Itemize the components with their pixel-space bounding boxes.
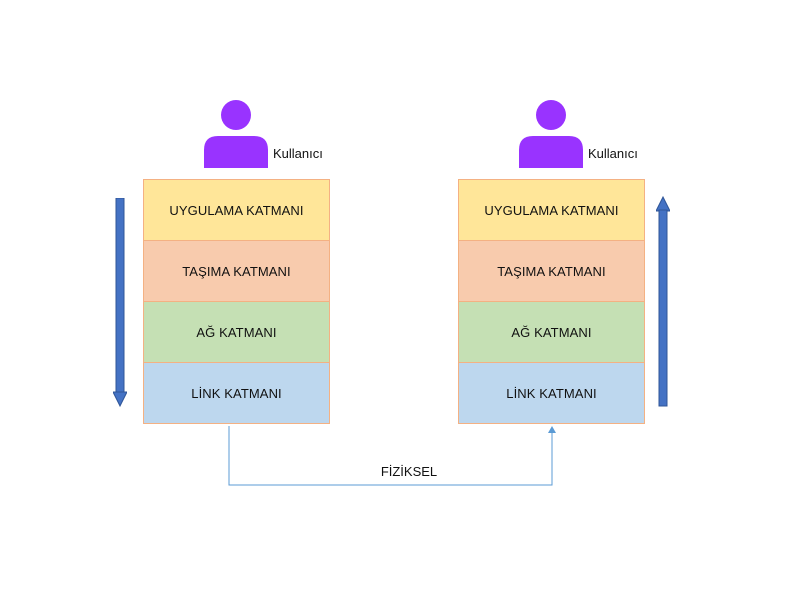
physical-label: FİZİKSEL (380, 464, 438, 479)
right-link-layer: LİNK KATMANI (458, 362, 645, 424)
left-link-layer: LİNK KATMANI (143, 362, 330, 424)
left-user-label: Kullanıcı (273, 146, 323, 161)
right-user-icon (519, 98, 583, 168)
right-application-layer: UYGULAMA KATMANI (458, 179, 645, 241)
left-layer-stack: UYGULAMA KATMANI TAŞIMA KATMANI AĞ KATMA… (143, 179, 330, 425)
left-user-icon (204, 98, 268, 168)
left-application-layer: UYGULAMA KATMANI (143, 179, 330, 241)
left-network-layer: AĞ KATMANI (143, 301, 330, 363)
arrow-up-icon (655, 195, 671, 408)
right-layer-stack: UYGULAMA KATMANI TAŞIMA KATMANI AĞ KATMA… (458, 179, 645, 425)
right-transport-layer: TAŞIMA KATMANI (458, 240, 645, 302)
right-user-label: Kullanıcı (588, 146, 638, 161)
left-transport-layer: TAŞIMA KATMANI (143, 240, 330, 302)
right-network-layer: AĞ KATMANI (458, 301, 645, 363)
arrow-down-icon (112, 197, 128, 408)
